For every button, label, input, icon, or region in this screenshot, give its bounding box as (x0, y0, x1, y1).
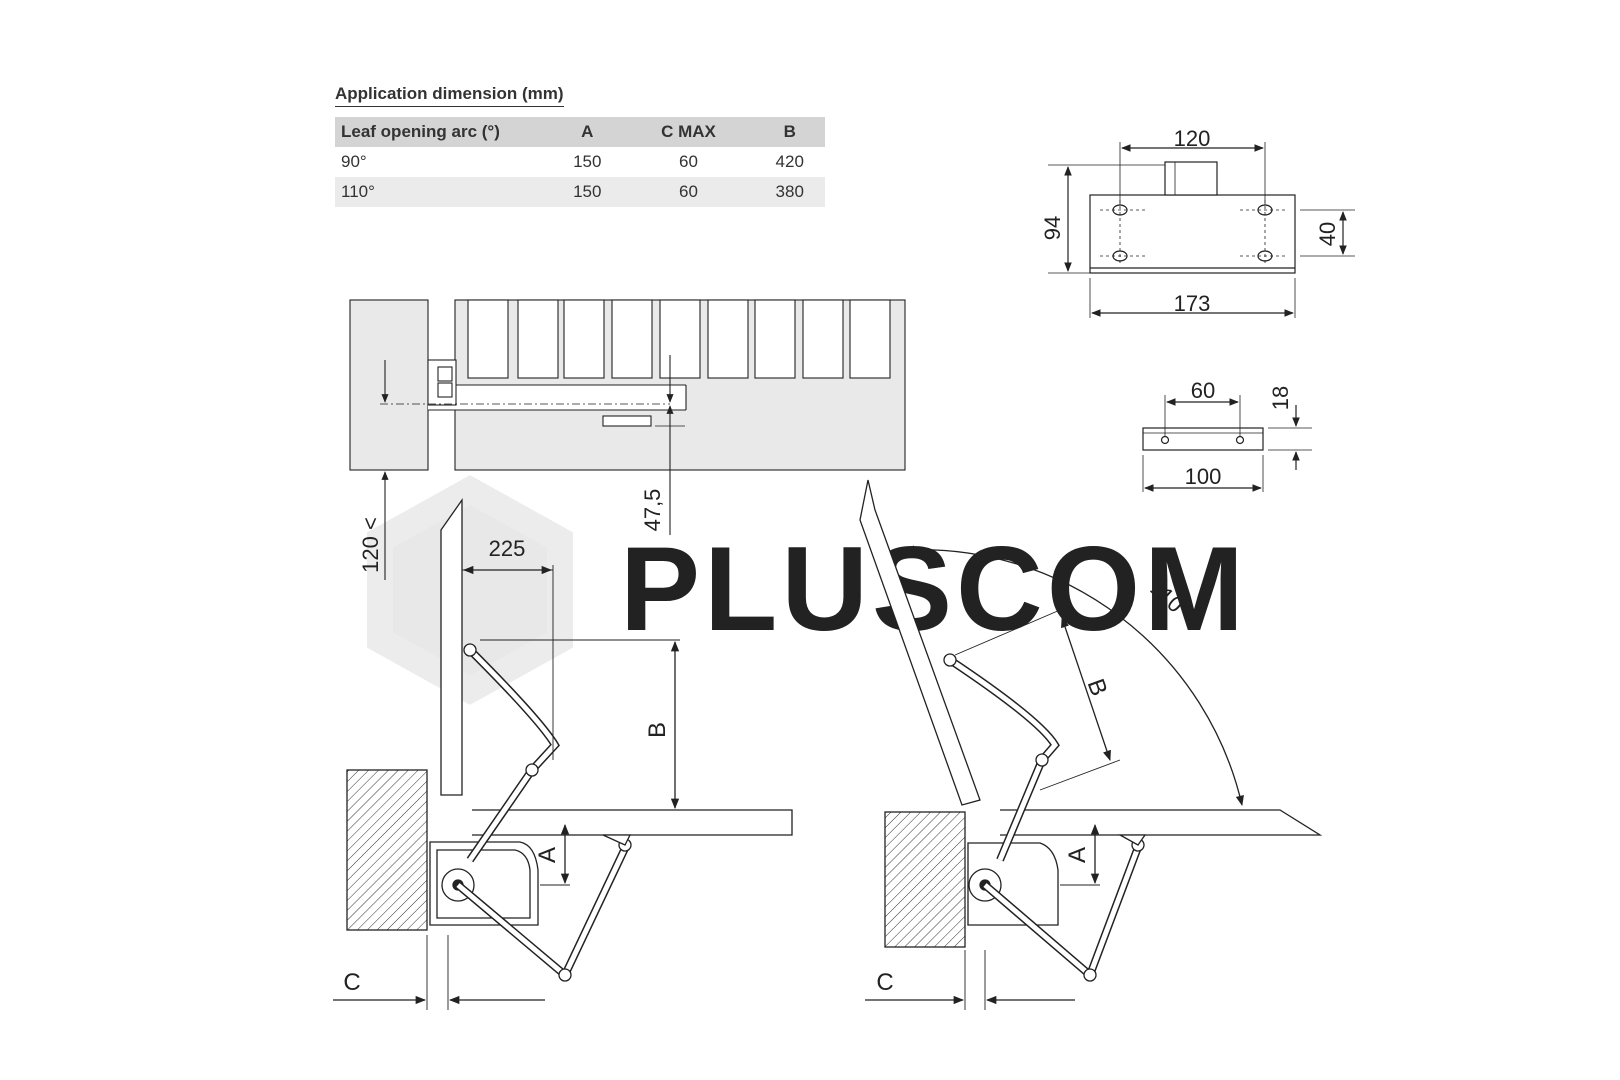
column-header: A (552, 117, 623, 147)
dimension-offset-47-5: 47,5 (640, 489, 665, 532)
gate-top-view (349, 299, 906, 580)
dimension-small-hole-spacing-60: 60 (1191, 378, 1215, 403)
table-header-row: Leaf opening arc (°) A C MAX B (335, 117, 825, 147)
table-cell: 90° (341, 152, 367, 171)
large-mounting-plate (1048, 142, 1355, 318)
column-header: B (754, 117, 825, 147)
dimension-arm-offset-225: 225 (489, 536, 526, 561)
table-cell: 110° (335, 177, 552, 207)
application-dimension-table: Leaf opening arc (°) A C MAX B 90° 150 6… (335, 117, 825, 207)
small-mounting-plate (1142, 395, 1312, 492)
label-a-110: A (1064, 847, 1091, 863)
installation-90-degree (333, 497, 793, 1010)
watermark: PLUSCOM (367, 475, 1244, 705)
pillar-hatched (884, 811, 966, 948)
column-header: Leaf opening arc (°) (335, 117, 552, 147)
pillar-hatched (346, 769, 428, 931)
dimension-small-height-18: 18 (1268, 386, 1293, 410)
table-row: 110° 150 60 380 (335, 177, 825, 207)
post-section (349, 299, 429, 471)
installation-110-degree (859, 479, 1323, 1010)
gate-leaf-open-90 (440, 497, 463, 796)
gate-leaf-closed (472, 809, 793, 836)
label-b-90: B (644, 722, 671, 738)
table-title: Application dimension (mm) (335, 84, 564, 107)
gate-leaf-closed (1000, 809, 1323, 836)
dimension-plate-height-94: 94 (1040, 216, 1065, 240)
table-cell: 60 (679, 152, 698, 171)
dimension-min-gap-120: 120 < (358, 517, 383, 573)
table-row: 90° 150 60 420 (335, 147, 825, 177)
label-c-90: C (343, 969, 360, 996)
motor-housing (429, 841, 539, 926)
watermark-logo-icon (367, 475, 573, 705)
dimension-inner-height-40: 40 (1315, 222, 1340, 246)
dimension-hole-spacing-120: 120 (1174, 126, 1211, 151)
motor-housing (967, 842, 1059, 926)
label-c-110: C (876, 969, 893, 996)
table-cell: 150 (573, 152, 602, 171)
table-cell: 380 (754, 177, 825, 207)
table-cell: 420 (775, 152, 804, 171)
label-b-110: B (1082, 675, 1113, 699)
table-cell: 150 (552, 177, 623, 207)
dimension-small-length-100: 100 (1185, 464, 1222, 489)
plate-tab (1164, 161, 1218, 196)
table-cell: 60 (622, 177, 755, 207)
column-header: C MAX (622, 117, 755, 147)
label-a-90: A (534, 847, 561, 863)
dimension-plate-length-173: 173 (1174, 291, 1211, 316)
